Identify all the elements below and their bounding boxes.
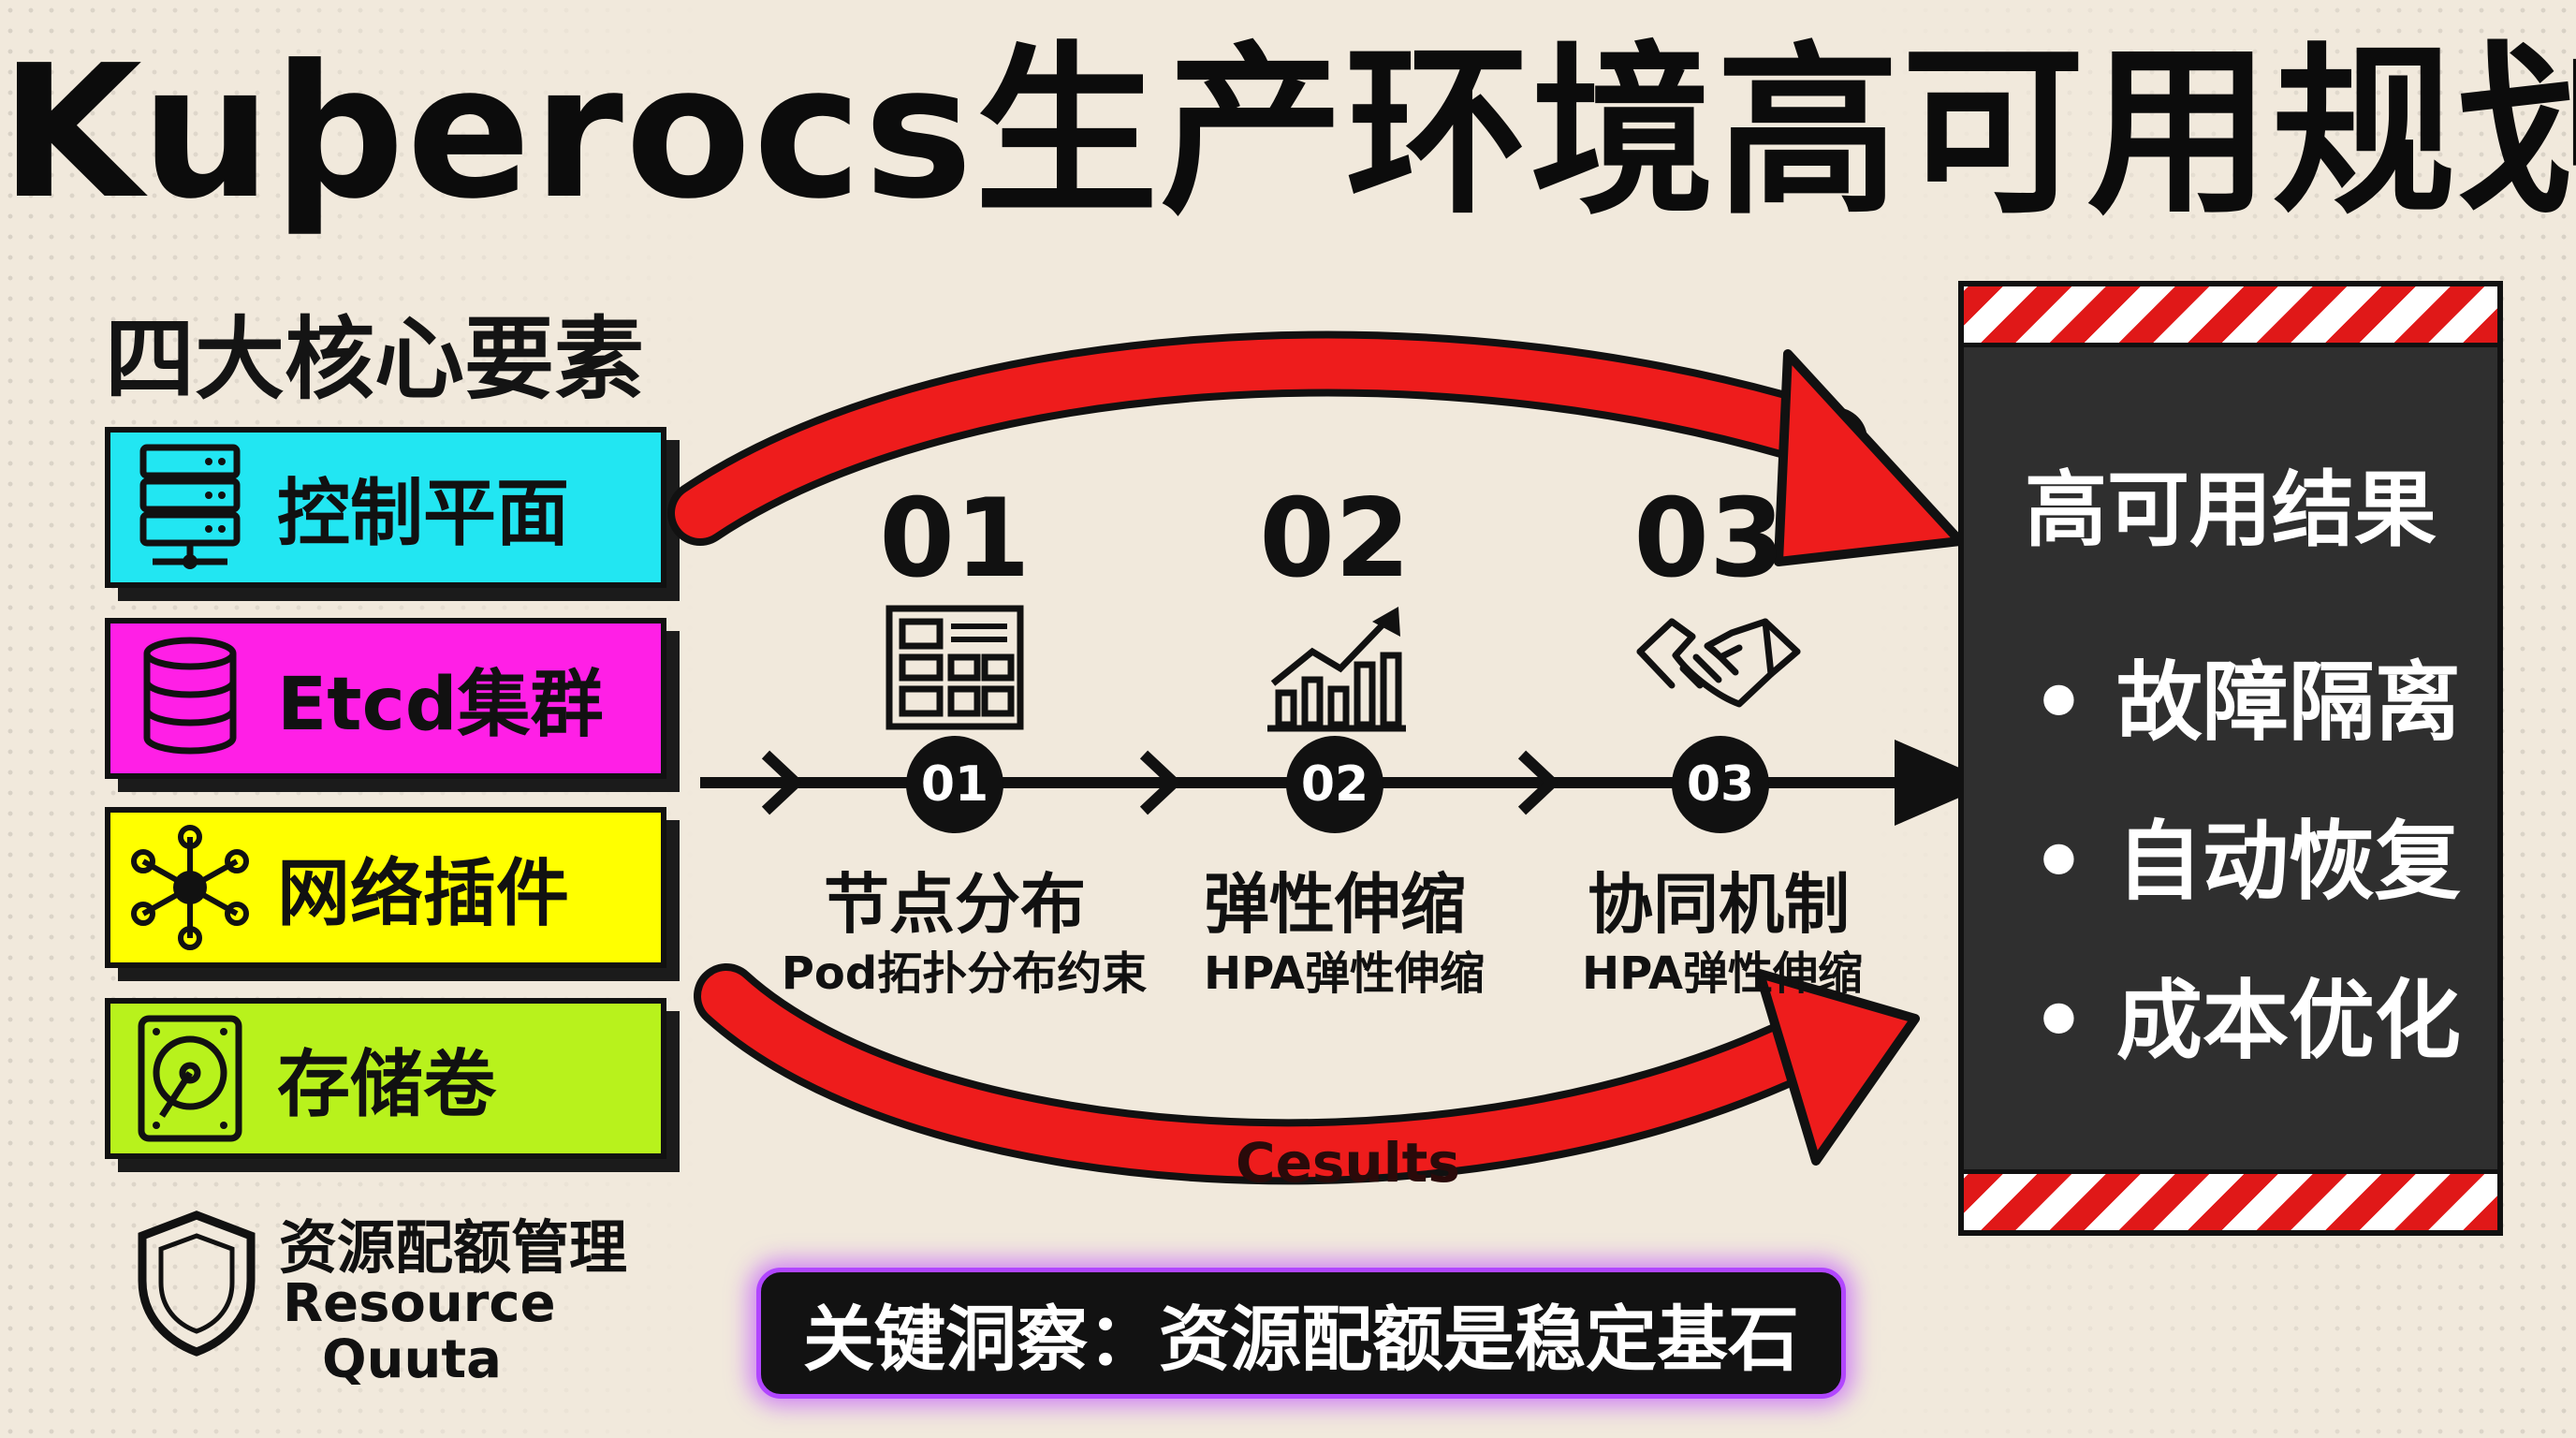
quota-label-en-line1: Resource [283,1273,556,1334]
result-panel: 高可用结果 • 故障隔离 • 自动恢复 • 成本优化 [1958,281,2503,1236]
result-title: 高可用结果 [2024,462,2437,558]
database-icon [110,624,270,773]
component-card-control-plane: 控制平面 [105,427,666,588]
step-number-01: 01 [879,476,1031,602]
hazard-stripe-top [1964,286,2497,347]
step-subtitle-02: HPA弹性伸缩 [1203,947,1486,1000]
result-item-auto-recovery: • 自动恢复 [2031,812,2461,912]
step-badge-01: 01 [906,736,1003,833]
component-card-network-plugin: 网络插件 [105,807,666,968]
step-number-02: 02 [1259,476,1411,602]
step-subtitle-03: HPA弹性伸缩 [1581,947,1864,1000]
step-name-03: 协同机制 [1588,866,1850,943]
component-label: 存储卷 [277,1043,497,1127]
hazard-stripe-bottom [1964,1169,2497,1230]
result-item-fault-isolation: • 故障隔离 [2031,653,2461,753]
hard-drive-icon [110,1004,270,1153]
key-insight-banner: 关键洞察：资源配额是稳定基石 [756,1268,1846,1399]
server-icon [110,433,270,582]
handshake-icon [1634,599,1801,740]
step-number-03: 03 [1633,476,1785,602]
step-name-01: 节点分布 [824,866,1086,943]
result-item-cost-optimization: • 成本优化 [2031,971,2461,1071]
arrow-label: Cesults [1236,1131,1460,1195]
component-label: Etcd集群 [277,663,604,747]
quota-label-en-line2: Quuta [322,1329,502,1390]
layout-grid-icon [880,599,1030,740]
component-card-etcd: Etcd集群 [105,618,666,779]
shield-icon [131,1208,262,1357]
step-subtitle-01: Pod拓扑分布约束 [781,947,1148,1000]
step-name-02: 弹性伸缩 [1204,866,1466,943]
section-subtitle: 四大核心要素 [105,307,644,412]
page-title: Kuþerocs生产环境高可用规划 [0,26,2576,240]
component-label: 网络插件 [277,852,570,936]
growth-chart-icon [1260,599,1410,740]
step-badge-03: 03 [1672,736,1769,833]
step-badge-02: 02 [1286,736,1383,833]
component-card-storage-volume: 存储卷 [105,998,666,1159]
component-label: 控制平面 [277,472,570,556]
network-icon [110,813,270,962]
quota-label-cn: 资源配额管理 [279,1213,628,1282]
